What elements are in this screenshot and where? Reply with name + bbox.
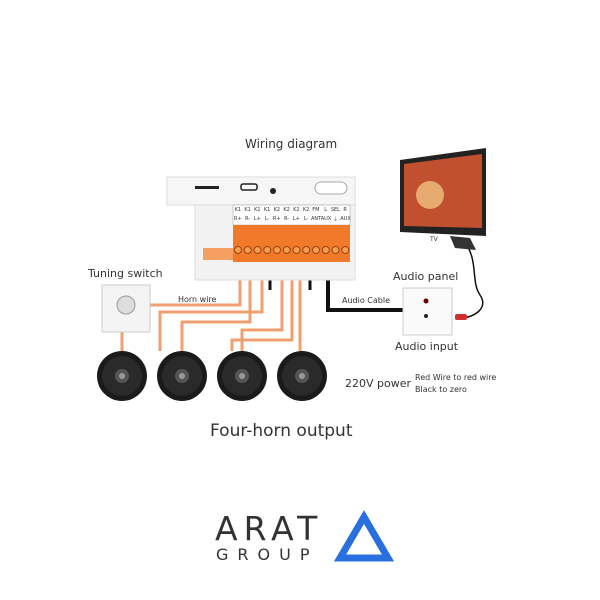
tv — [400, 148, 486, 250]
wire-speaker-2 — [180, 262, 252, 351]
speaker-icon — [97, 351, 147, 401]
speaker-icon — [277, 351, 327, 401]
tv-cable — [461, 237, 484, 319]
screw-icon — [321, 246, 330, 254]
tuning-switch-label: Tuning switch — [88, 267, 163, 280]
terminal-label: K2 — [273, 207, 281, 213]
speaker-icon — [217, 351, 267, 401]
speaker-icon — [157, 351, 207, 401]
usb-port-icon — [240, 183, 258, 191]
terminal-label: L- — [303, 216, 309, 222]
amplifier-panel — [166, 176, 356, 281]
switch-icon — [314, 181, 348, 195]
screw-icon — [234, 246, 242, 254]
screw-icon — [282, 246, 291, 254]
output-label: Four-horn output — [210, 421, 353, 441]
screw-icon — [253, 246, 262, 254]
screw-icon — [302, 246, 311, 254]
wire-speaker-1 — [120, 328, 150, 351]
logo-text: ARAT — [215, 509, 324, 548]
power-label: 220V power — [345, 377, 412, 390]
knob-icon — [116, 295, 136, 315]
terminal-label: L+ — [292, 216, 300, 222]
audio-panel-label: Audio panel — [393, 270, 459, 283]
rca-plug-icon — [455, 314, 467, 320]
screw-icon — [331, 246, 340, 254]
led-icon — [270, 188, 276, 194]
tv-label: TV — [430, 236, 438, 243]
horn-wire-label: Horn wire — [178, 295, 217, 304]
terminal-label: K2 — [283, 207, 290, 213]
screw-icon — [273, 246, 281, 254]
terminal-label: ANT — [311, 216, 322, 222]
screw-icon — [341, 246, 350, 254]
terminal-label: L+ — [253, 216, 261, 222]
terminal-label: R+ — [273, 216, 281, 222]
tuning-switch — [101, 284, 151, 333]
terminal-label: AUX — [320, 216, 332, 222]
audio-input-label: Audio input — [395, 340, 459, 353]
terminal-label: ⏚ — [332, 217, 338, 223]
terminal-label: R+ — [234, 216, 242, 222]
wire-speaker-1a — [158, 262, 264, 351]
terminal-label: R- — [284, 216, 290, 222]
audio-panel — [402, 287, 453, 336]
terminal-label: K1 — [263, 207, 271, 213]
audio-cable-label: Audio Cable — [342, 296, 390, 305]
screw-icon — [243, 246, 252, 254]
terminal-label: L- — [264, 216, 270, 222]
terminal-label: L — [324, 207, 328, 213]
terminal-label: K2 — [302, 207, 310, 213]
terminal-label: R- — [245, 216, 251, 222]
screw-icon — [263, 246, 272, 254]
terminal-label: AUX — [340, 216, 351, 222]
red-jack-icon — [423, 298, 429, 304]
power-note-red: Red Wire to red wire — [415, 373, 497, 382]
wire-speaker-3b — [230, 262, 294, 351]
terminal-label: FM — [312, 207, 320, 213]
speakers — [97, 351, 327, 401]
screw-icon — [292, 246, 301, 254]
sd-slot-icon — [195, 186, 219, 189]
terminal-label: K1 — [244, 207, 251, 213]
black-jack-icon — [424, 314, 428, 318]
terminal-block — [233, 225, 350, 262]
arat-logo-mark — [333, 510, 395, 562]
power-note-black: Black to zero — [415, 385, 467, 394]
terminal-label: R — [343, 207, 347, 213]
terminal-label: K2 — [293, 207, 300, 213]
terminal-label: SEL — [330, 207, 340, 213]
diagram-title: Wiring diagram — [245, 137, 338, 151]
terminal-label: K1 — [234, 207, 242, 213]
logo-subtext: GROUP — [216, 545, 319, 564]
terminal-label: K1 — [254, 207, 261, 213]
screw-icon — [312, 246, 320, 254]
